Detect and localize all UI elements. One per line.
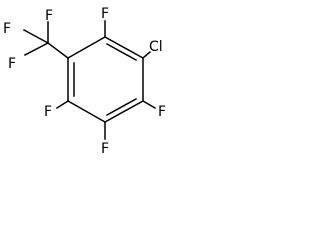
canvas-background: [0, 0, 191, 178]
ring-bond-c3-c4: [103, 99, 145, 124]
double-bond-c1-c2: [105, 42, 138, 62]
atom-label-f-top: F: [101, 6, 109, 22]
bond-c3-f-right: [141, 99, 157, 110]
bond-c2-cl: [141, 50, 152, 60]
ring-bond-c1-c2: [103, 35, 145, 60]
substituent-bonds: [22, 20, 157, 140]
bond-cf3-f-lower: [23, 41, 50, 57]
atom-label-cl: Cl: [149, 39, 163, 55]
double-bond-inner-lines: [73, 42, 138, 117]
ring-bond-c4-c5: [66, 99, 107, 124]
atom-label-f-cf3-lower: F: [8, 56, 16, 72]
ring-bond-c6-c1: [66, 35, 107, 60]
structure-diagram: F F F F Cl F F F: [0, 0, 191, 178]
double-bond-c3-c4: [105, 97, 138, 117]
bond-c5-f-left: [55, 99, 70, 110]
atom-label-f-right: F: [158, 104, 166, 120]
atom-label-f-bottom: F: [101, 141, 109, 157]
atom-label-f-cf3-left: F: [3, 21, 11, 37]
bond-cf3-f-left: [22, 28, 50, 45]
ring-bonds: [66, 35, 145, 124]
atom-label-f-left: F: [44, 104, 52, 120]
atom-label-f-cf3-upper: F: [45, 8, 53, 24]
bond-c6-cf3: [46, 41, 70, 60]
atom-labels: F F F F Cl F F F: [3, 6, 166, 157]
